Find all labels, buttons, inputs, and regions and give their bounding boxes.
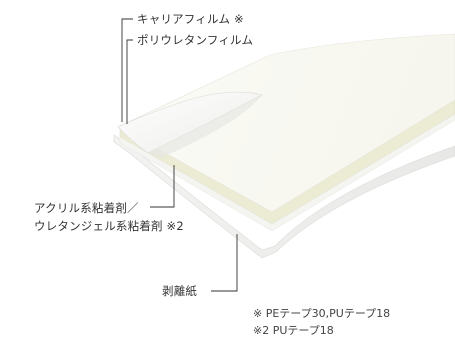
label-release-paper: 剥離紙	[162, 284, 198, 298]
label-pu-film: ポリウレタンフィルム	[137, 33, 254, 47]
leader-adhesive	[150, 165, 175, 208]
leader-carrier-film	[121, 18, 133, 122]
leader-release-paper	[211, 234, 238, 292]
label-carrier-film: キャリアフィルム ※	[137, 12, 244, 26]
footnote-1: ※ PEテープ30,PUテープ18	[253, 307, 391, 320]
leader-pu-film	[126, 39, 133, 124]
leader-lines	[121, 18, 238, 292]
base-film-edge	[119, 113, 455, 232]
label-adhesive-line1: アクリル系粘着剤／	[34, 201, 139, 215]
label-adhesive-line2: ウレタンジェル系粘着剤 ※2	[34, 219, 184, 233]
curl-shadow	[148, 95, 262, 158]
footnote-2: ※2 PUテープ18	[253, 324, 334, 337]
carrier-film-curl	[117, 91, 263, 154]
